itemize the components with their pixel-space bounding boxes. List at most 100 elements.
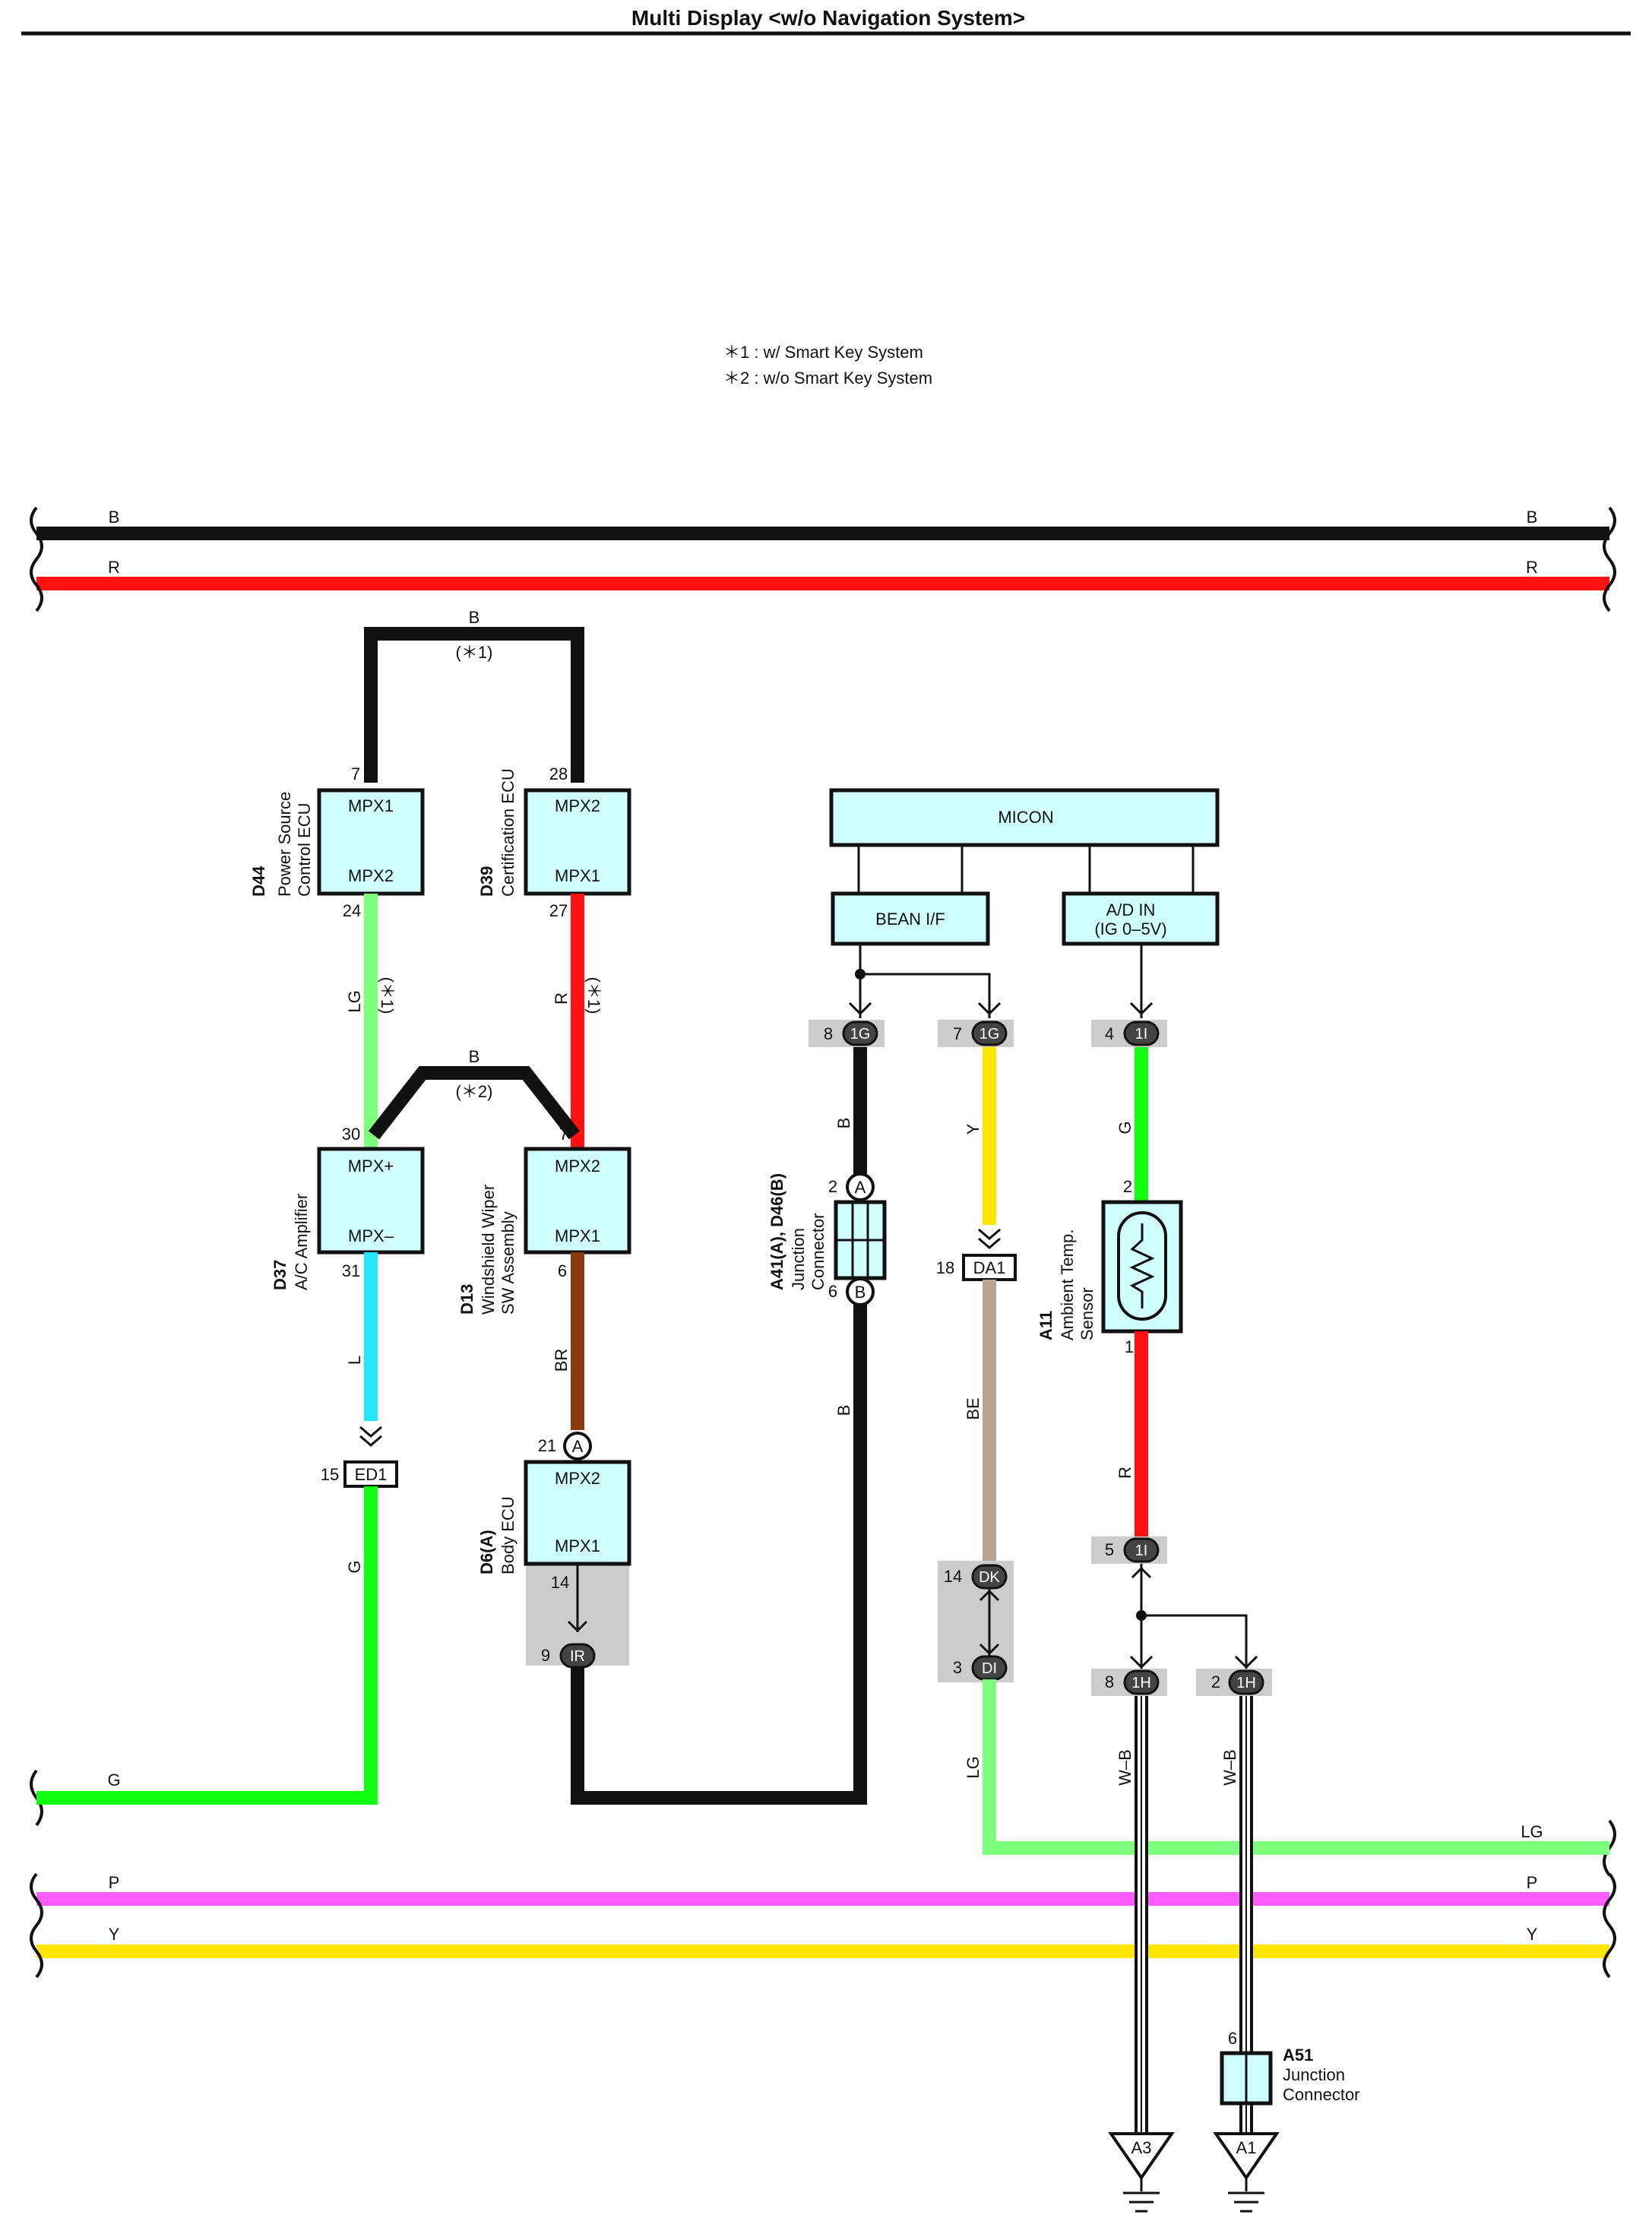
d6-conn-a — [563, 1432, 592, 1460]
a41-conn-a-label: A — [855, 1178, 866, 1197]
c1i-5-label: 1I — [1135, 1543, 1148, 1559]
wire-d13-br: BR — [552, 1252, 584, 1430]
d39-pin-top: 28 — [549, 764, 568, 783]
dk-label: DK — [979, 1569, 1000, 1586]
c1h-8-pin: 8 — [1105, 1672, 1114, 1691]
wb1-label: W–B — [1116, 1749, 1135, 1786]
bean-if-label: BEAN I/F — [875, 910, 945, 929]
mid-loop-label: B — [469, 1047, 480, 1066]
connector-1i-4: 1I 4 — [1091, 1020, 1167, 1047]
d44-terminal-top: MPX1 — [348, 796, 394, 815]
bus-y-label-left: Y — [109, 1925, 120, 1944]
wire-be: BE — [964, 1280, 996, 1564]
d37-name-line1: A/C Amplifier — [292, 1194, 311, 1290]
ad-in — [1062, 891, 1220, 946]
c1i-5-pin: 5 — [1105, 1540, 1114, 1559]
d44-pin-bottom: 24 — [343, 901, 361, 920]
page-title: Multi Display <w/o Navigation System> — [631, 6, 1025, 30]
wire-ir-loop — [571, 1292, 867, 1805]
d39-terminal-top: MPX2 — [555, 796, 600, 815]
connector-1g-8: 1G 8 — [809, 1020, 885, 1047]
d37-pin-bottom: 31 — [342, 1261, 360, 1280]
ed1-label: ED1 — [355, 1465, 388, 1484]
c1h-8-label: 1H — [1131, 1675, 1151, 1691]
di-label: DI — [982, 1660, 997, 1677]
di-pin: 3 — [953, 1658, 962, 1677]
a41-pin-a: 2 — [828, 1177, 837, 1196]
d39-out-label: R — [552, 992, 571, 1005]
d37-out-label: L — [345, 1356, 364, 1365]
component-d39: MPX2 MPX1 28 27 D39 Certification ECU — [477, 764, 631, 920]
d13-code: D13 — [457, 1284, 476, 1315]
bus-b: B B — [36, 508, 1609, 540]
a51-name-line1: Junction — [1283, 2065, 1345, 2084]
connector-1h-8: 1H 8 — [1091, 1669, 1167, 1696]
a41-name-line1: Junction — [789, 1228, 808, 1290]
bus-lg-label: LG — [1521, 1822, 1543, 1841]
c1g-7-pin: 7 — [953, 1024, 962, 1043]
d13-name-line2: SW Assembly — [498, 1211, 517, 1315]
wire-r: R — [1116, 1331, 1148, 1538]
component-a51: 6 A51 Junction Connector — [1220, 2029, 1360, 2106]
a11-code: A11 — [1036, 1311, 1055, 1340]
bus-b-label-left: B — [109, 508, 120, 527]
bean-if — [831, 891, 990, 946]
c1i-4-pin: 4 — [1105, 1024, 1114, 1043]
a11-pin-bottom: 1 — [1125, 1337, 1134, 1356]
d44-out-label: LG — [345, 990, 364, 1012]
d6-conn-a-label: A — [572, 1437, 584, 1456]
d6-code: D6(A) — [477, 1530, 496, 1574]
top-loop-label: B — [469, 608, 480, 627]
d13-pin-top: 7 — [559, 1125, 568, 1144]
d44-name-line1: Power Source — [275, 792, 294, 897]
c1h-2-label: 1H — [1236, 1675, 1256, 1691]
be-wire-label: BE — [964, 1397, 983, 1419]
wire-mid-loop: B (＊2) — [368, 1047, 581, 1140]
d13-out-label: BR — [552, 1349, 571, 1372]
d44-terminal-bottom: MPX2 — [348, 866, 394, 885]
c1g-7-label: 1G — [979, 1026, 1000, 1043]
bus-p-label-right: P — [1527, 1873, 1538, 1892]
bus-p: P P — [36, 1873, 1609, 1906]
d37-terminal-bottom: MPX– — [348, 1226, 394, 1245]
component-a41: A 2 B 6 A41(A), D46(B) Junction Connecto… — [767, 1172, 887, 1306]
ad-in-label-2: (IG 0–5V) — [1094, 919, 1166, 938]
component-d37: MPX+ MPX– 30 31 D37 A/C Amplifier — [271, 1125, 425, 1290]
a3-label: A3 — [1131, 2138, 1152, 2157]
a51-name-line2: Connector — [1283, 2085, 1360, 2104]
a51-code: A51 — [1283, 2046, 1313, 2065]
d39-terminal-bottom: MPX1 — [555, 866, 600, 885]
d6-pin-bottom: 14 — [551, 1573, 569, 1592]
connector-1h-2: 1H 2 — [1196, 1669, 1272, 1696]
d6-terminal-top: MPX2 — [555, 1469, 600, 1488]
bus-r-label-left: R — [108, 558, 120, 577]
bean-out-label: B — [834, 1405, 853, 1416]
ed1-out-label: G — [345, 1560, 364, 1573]
ground-icon-a3 — [1123, 2178, 1160, 2213]
component-d44: MPX1 MPX2 7 24 D44 Power Source Control … — [249, 764, 425, 920]
connector-da1: DA1 18 — [936, 1254, 1017, 1281]
a11-pin-top: 2 — [1123, 1177, 1132, 1196]
connector-1i-5: 1I 5 — [1091, 1536, 1167, 1564]
note-1: ＊1 : w/ Smart Key System — [723, 343, 923, 362]
g-wire-label: G — [1116, 1121, 1135, 1134]
connector-dk-di: DK 14 DI 3 — [938, 1561, 1014, 1682]
ground-icon-a1 — [1228, 2178, 1264, 2213]
a41-name-line2: Connector — [809, 1213, 828, 1290]
wb2-label: W–B — [1220, 1749, 1239, 1786]
component-d13: MPX2 MPX1 7 6 D13 Windshield Wiper SW As… — [457, 1125, 631, 1315]
component-a11: 2 1 A11 Ambient Temp. Sensor — [1036, 1177, 1183, 1356]
note-2: ＊2 : w/o Smart Key System — [723, 369, 932, 388]
da1-label: DA1 — [973, 1258, 1006, 1277]
d13-terminal-top: MPX2 — [555, 1157, 600, 1176]
ir-pin: 9 — [541, 1646, 550, 1665]
c1g-8-label: 1G — [850, 1026, 871, 1043]
mid-loop-note: (＊2) — [456, 1082, 493, 1101]
ground-a1: A1 — [1213, 2132, 1280, 2213]
thermistor-icon — [1117, 1211, 1167, 1321]
bean-in-label: B — [834, 1118, 853, 1129]
a11-name-line1: Ambient Temp. — [1058, 1229, 1077, 1340]
y-wire-label: Y — [964, 1123, 983, 1134]
d37-pin-top: 30 — [342, 1125, 360, 1144]
